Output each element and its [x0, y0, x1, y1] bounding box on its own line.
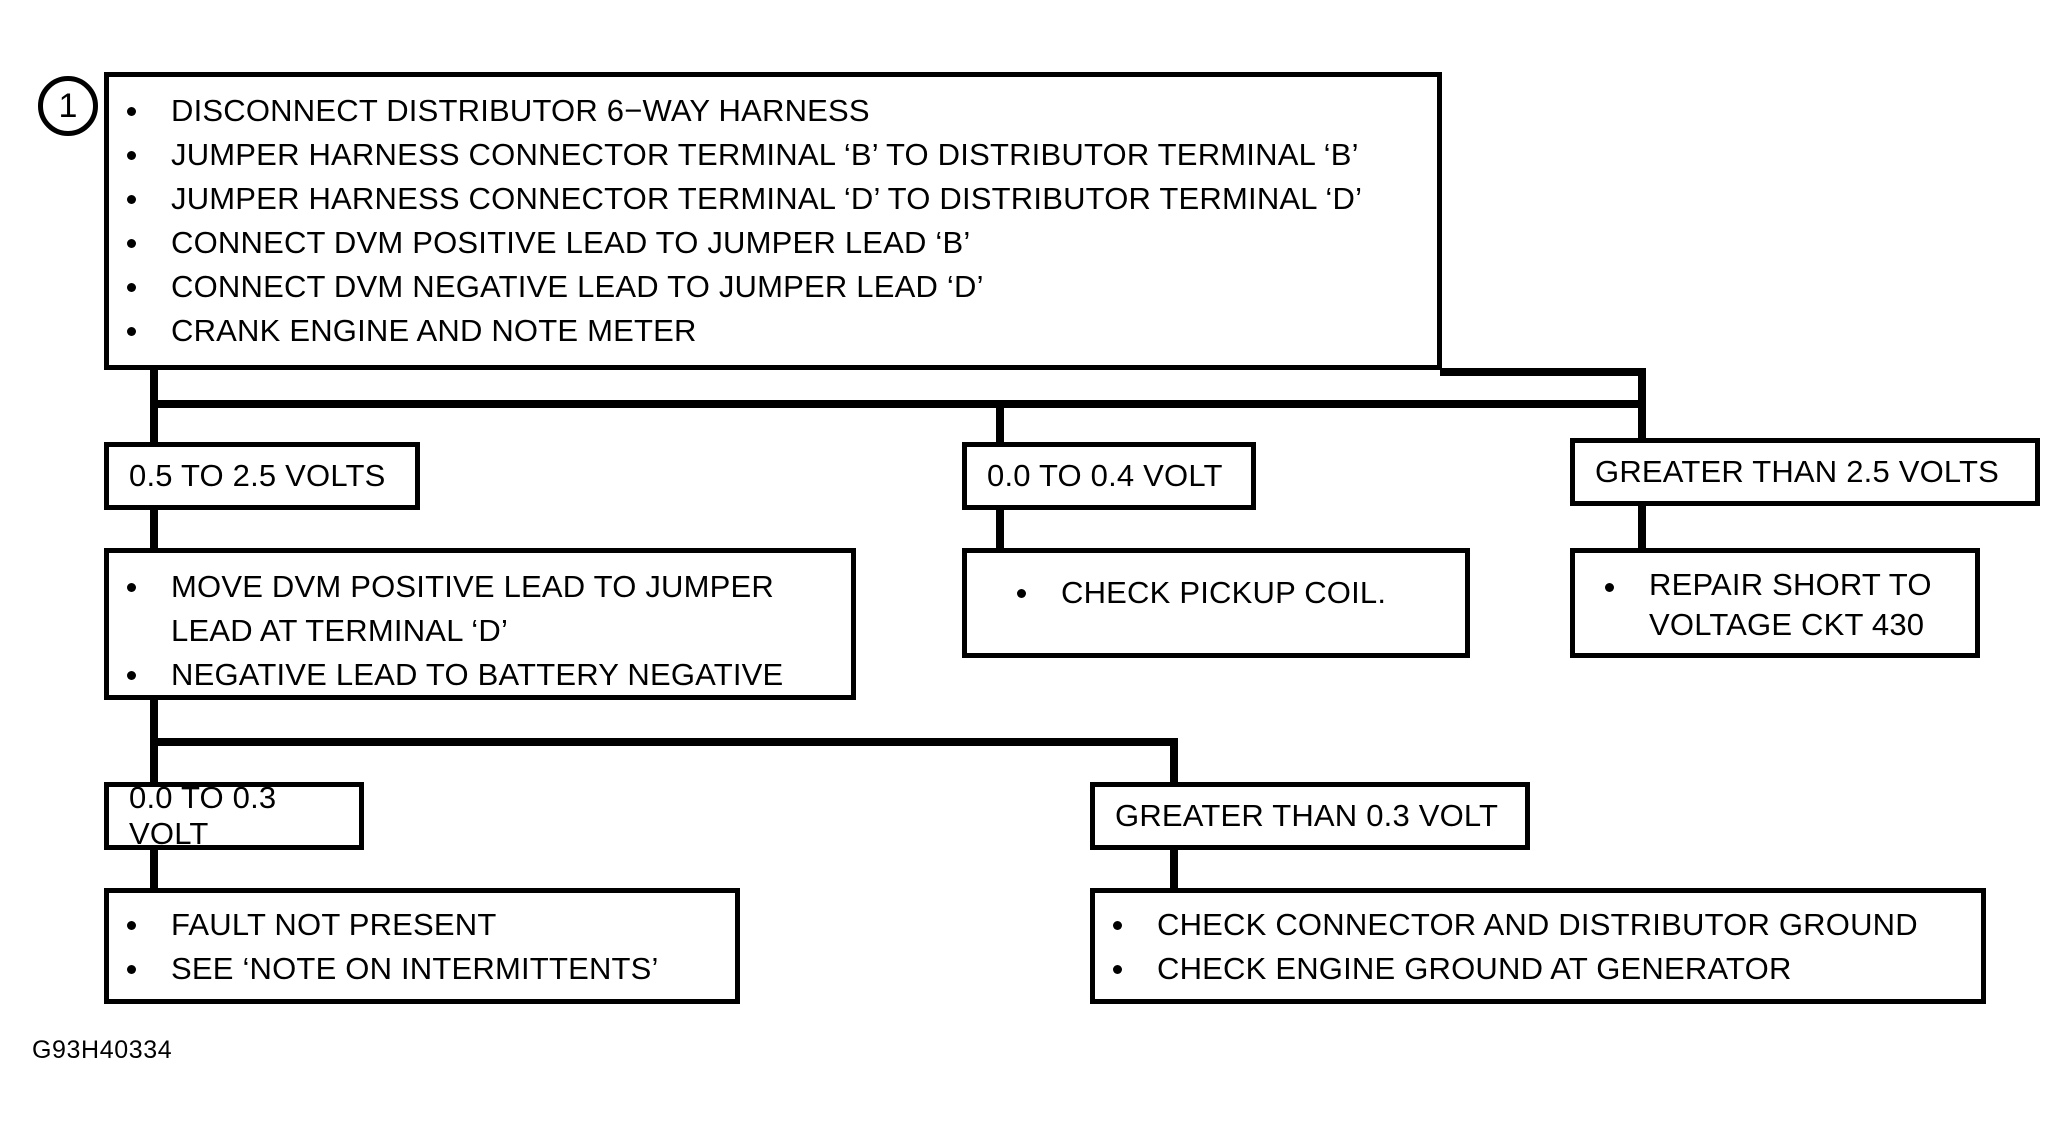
- action-bullet-list: CHECK CONNECTOR AND DISTRIBUTOR GROUND C…: [1095, 893, 1981, 991]
- connector-bus1-to-middle-label: [996, 400, 1004, 444]
- branch-label-greater-than-0-3-volt: GREATER THAN 0.3 VOLT: [1090, 782, 1530, 850]
- step-1-item: CRANK ENGINE AND NOTE METER: [109, 309, 1437, 353]
- step-1-item: CONNECT DVM NEGATIVE LEAD TO JUMPER LEAD…: [109, 265, 1437, 309]
- step-number-label: 1: [58, 87, 78, 125]
- branch-label-text: GREATER THAN 2.5 VOLTS: [1595, 454, 2000, 489]
- action-item: CHECK ENGINE GROUND AT GENERATOR: [1095, 947, 1981, 991]
- step-1-item: JUMPER HARNESS CONNECTOR TERMINAL ‘D’ TO…: [109, 177, 1437, 221]
- connector-bus1-to-left-label: [150, 400, 158, 444]
- action-bullet-list: CHECK PICKUP COIL.: [967, 553, 1465, 615]
- action-box-check-pickup-coil: CHECK PICKUP COIL.: [962, 548, 1470, 658]
- step-1-item: DISCONNECT DISTRIBUTOR 6−WAY HARNESS: [109, 89, 1437, 133]
- connector-left-action-drop: [150, 698, 158, 744]
- action-bullet-list: REPAIR SHORT TO VOLTAGE CKT 430: [1575, 553, 1975, 645]
- branch-label-0-0-to-0-3-volt: 0.0 TO 0.3 VOLT: [104, 780, 364, 851]
- action-box-check-grounds: CHECK CONNECTOR AND DISTRIBUTOR GROUND C…: [1090, 888, 1986, 1004]
- branch-label-text: 0.0 TO 0.4 VOLT: [987, 458, 1223, 493]
- action-item: CHECK CONNECTOR AND DISTRIBUTOR GROUND: [1095, 903, 1981, 947]
- branch-label-greater-than-2-5-volts: GREATER THAN 2.5 VOLTS: [1570, 438, 2040, 506]
- step-1-bullet-list: DISCONNECT DISTRIBUTOR 6−WAY HARNESS JUM…: [109, 77, 1437, 353]
- branch-label-text: 0.5 TO 2.5 VOLTS: [129, 458, 386, 493]
- connector-bus-row2: [150, 738, 1178, 746]
- branch-label-0-0-to-0-4-volt: 0.0 TO 0.4 VOLT: [962, 442, 1256, 510]
- step-1-item: JUMPER HARNESS CONNECTOR TERMINAL ‘B’ TO…: [109, 133, 1437, 177]
- branch-label-0-5-to-2-5-volts: 0.5 TO 2.5 VOLTS: [104, 442, 420, 510]
- action-bullet-list: MOVE DVM POSITIVE LEAD TO JUMPER LEAD AT…: [109, 553, 851, 697]
- connector-right-label2-to-action: [1170, 845, 1178, 891]
- action-box-fault-not-present: FAULT NOT PRESENT SEE ‘NOTE ON INTERMITT…: [104, 888, 740, 1004]
- step-1-item: CONNECT DVM POSITIVE LEAD TO JUMPER LEAD…: [109, 221, 1437, 265]
- step-1-box: DISCONNECT DISTRIBUTOR 6−WAY HARNESS JUM…: [104, 72, 1442, 370]
- connector-middle-label-to-action: [996, 505, 1004, 551]
- connector-bus1-to-right-label: [1638, 370, 1646, 444]
- action-item: NEGATIVE LEAD TO BATTERY NEGATIVE: [109, 653, 851, 697]
- connector-left-label-to-action: [150, 505, 158, 551]
- connector-bus-row1: [150, 400, 1646, 408]
- action-box-repair-short-to-voltage: REPAIR SHORT TO VOLTAGE CKT 430: [1570, 548, 1980, 658]
- branch-label-text: 0.0 TO 0.3 VOLT: [129, 780, 277, 851]
- branch-label-text: GREATER THAN 0.3 VOLT: [1115, 798, 1499, 833]
- connector-right-label-to-action: [1638, 502, 1646, 550]
- connector-step1-drop: [150, 368, 158, 408]
- step-number-circle: 1: [38, 76, 98, 136]
- connector-top-right-stub: [1440, 368, 1646, 376]
- action-item: FAULT NOT PRESENT: [109, 903, 735, 947]
- figure-caption: G93H40334: [32, 1036, 173, 1064]
- action-item: CHECK PICKUP COIL.: [999, 571, 1465, 615]
- action-item: REPAIR SHORT TO VOLTAGE CKT 430: [1587, 565, 1975, 645]
- connector-bus2-to-left-label: [150, 738, 158, 784]
- connector-bus2-to-right-label: [1170, 738, 1178, 784]
- action-item: MOVE DVM POSITIVE LEAD TO JUMPER LEAD AT…: [109, 565, 851, 653]
- connector-left-label2-to-action: [150, 845, 158, 891]
- action-item: SEE ‘NOTE ON INTERMITTENTS’: [109, 947, 735, 991]
- action-bullet-list: FAULT NOT PRESENT SEE ‘NOTE ON INTERMITT…: [109, 893, 735, 991]
- action-box-move-dvm-lead: MOVE DVM POSITIVE LEAD TO JUMPER LEAD AT…: [104, 548, 856, 700]
